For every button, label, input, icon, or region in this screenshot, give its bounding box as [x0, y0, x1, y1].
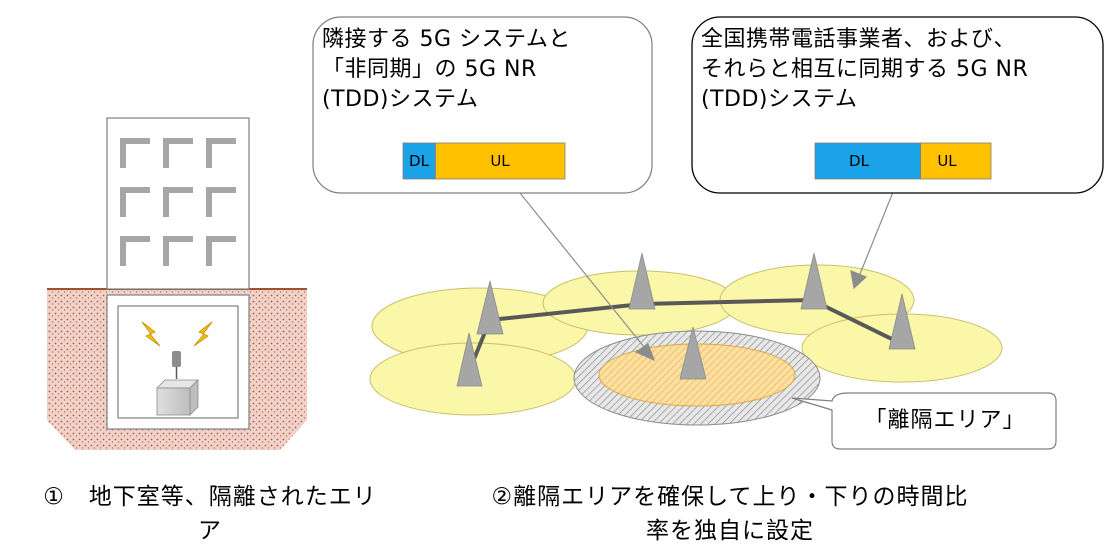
callout-left-box	[312, 16, 653, 194]
pointer-arrows	[519, 191, 894, 362]
callout-right-text: 全国携帯電話事業者、および、 それらと相互に同期する 5G NR (TDD)シス…	[701, 27, 1029, 112]
tower-icon	[800, 252, 828, 310]
ul-label-left: UL	[490, 152, 510, 170]
dl-segment	[814, 142, 921, 180]
tower-icon	[888, 293, 916, 350]
indoor-antenna-icon	[156, 351, 199, 416]
arrow-head-icon	[850, 270, 868, 290]
tower-icon	[628, 252, 656, 310]
tdd-ratio-bar-left	[402, 142, 566, 180]
ul-segment	[920, 142, 992, 180]
ul-label-right: UL	[937, 152, 957, 170]
dl-label-left: DL	[409, 152, 429, 170]
tdd-ratio-bar-right	[814, 142, 992, 180]
isolation-label: 「離隔エリア」	[864, 408, 1026, 433]
signal-right-icon	[193, 321, 213, 347]
tower-icon	[476, 280, 504, 335]
tower-icon	[679, 326, 707, 380]
arrow-head-icon	[634, 343, 656, 362]
tower-icon	[456, 332, 483, 387]
signal-left-icon	[141, 321, 161, 347]
isolation-label-box	[791, 392, 1057, 450]
caption-left: ① 地下室等、隔離されたエリ ア	[43, 484, 377, 544]
dl-label-right: DL	[849, 152, 869, 170]
building-body	[106, 117, 250, 290]
ul-segment	[434, 142, 566, 180]
building-windows	[120, 138, 236, 266]
building-illustration	[47, 117, 307, 450]
callout-right-box	[691, 16, 1104, 194]
caption-right: ②離隔エリアを確保して上り・下りの時間比 率を独自に設定	[491, 484, 969, 544]
callout-left-text: 隣接する 5G システムと 「非同期」の 5G NR (TDD)システム	[322, 27, 571, 112]
base-stations	[456, 252, 916, 387]
dl-segment	[402, 142, 436, 180]
